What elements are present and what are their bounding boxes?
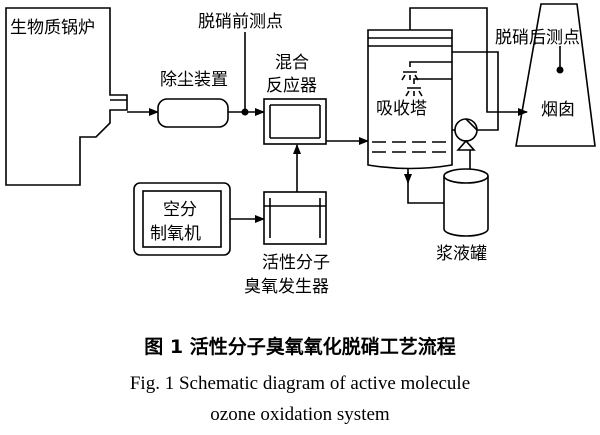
slurry-tank-label: 浆液罐 <box>436 244 487 264</box>
mixing-reactor-label-line1: 混合 <box>275 53 309 73</box>
figure-caption-cn: 图 1 活性分子臭氧氧化脱硝工艺流程 <box>144 335 455 358</box>
chimney: 烟囱 <box>515 3 596 147</box>
absorber-liquid-marks <box>372 141 446 153</box>
spray-nozzle-icon <box>401 61 452 97</box>
ozone-gen-label-line1: 活性分子 <box>262 253 330 273</box>
ozone-generator: 活性分子 臭氧发生器 <box>244 191 330 297</box>
boiler-label: 生物质锅炉 <box>10 18 95 38</box>
biomass-boiler: 生物质锅炉 <box>5 7 128 186</box>
pump-icon <box>454 118 478 151</box>
dust-remover: 除尘装置 <box>157 70 229 128</box>
chimney-label: 烟囱 <box>541 100 575 120</box>
air-separation-unit: 空分 制氧机 <box>133 182 231 256</box>
air-sep-label-line2: 制氧机 <box>150 224 201 244</box>
absorber-label: 吸收塔 <box>376 99 427 119</box>
absorption-tower: 吸收塔 <box>367 29 453 170</box>
air-sep-label-line1: 空分 <box>163 200 197 220</box>
dust-remover-label: 除尘装置 <box>160 70 228 90</box>
slurry-tank: 浆液罐 <box>436 168 489 264</box>
flow-arrow-absorber-to-chimney <box>409 7 528 116</box>
ozone-gen-label-line2: 臭氧发生器 <box>244 277 329 297</box>
recirculation-line <box>452 51 499 131</box>
pre-measure-label: 脱硝前测点 <box>198 12 283 32</box>
figure-caption-en-line1: Fig. 1 Schematic diagram of active molec… <box>130 373 470 394</box>
mixing-reactor: 混合 反应器 <box>263 53 327 145</box>
figure-caption-en-line2: ozone oxidation system <box>210 404 390 425</box>
slurry-line <box>407 172 444 204</box>
post-measure-label: 脱硝后测点 <box>495 28 580 48</box>
mixing-reactor-label-line2: 反应器 <box>266 76 317 96</box>
